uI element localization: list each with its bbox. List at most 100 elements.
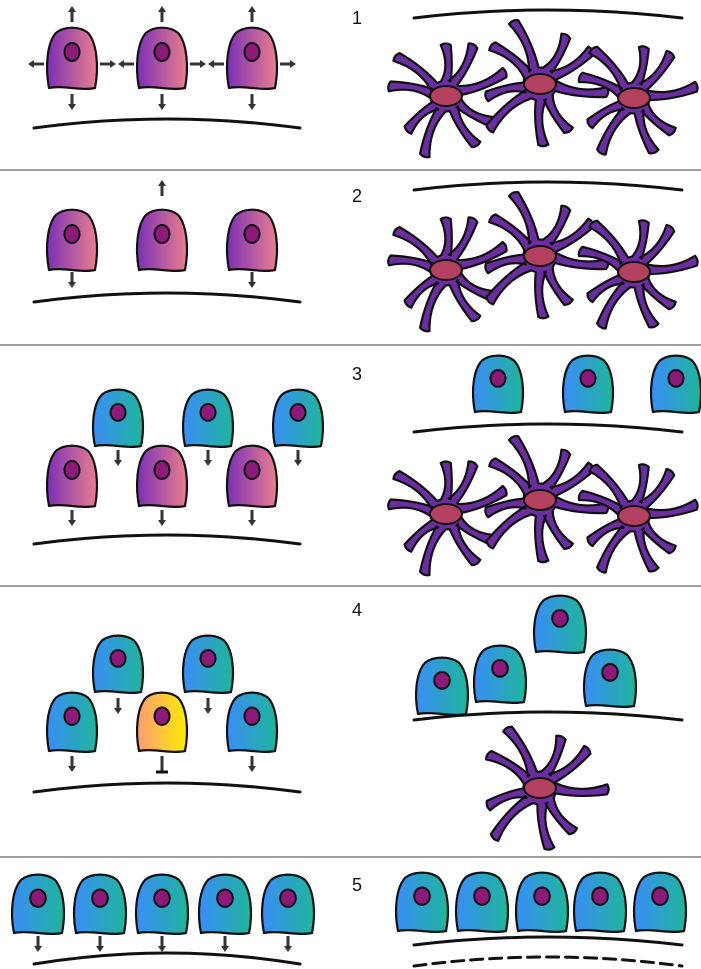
star-cell-nucleus [430,260,462,280]
cell-nucleus [669,370,684,387]
purple-cell [227,28,277,89]
cell-nucleus [245,43,260,61]
star-cells [388,20,697,850]
arrow [100,60,116,68]
arrow [248,510,256,526]
cell-nucleus [201,404,216,421]
cell-nucleus [291,404,306,421]
cell-nucleus [581,370,596,387]
basement-membrane [34,293,300,302]
purple-cell [227,446,277,507]
cell-nucleus [245,461,260,479]
cell-nucleus [602,664,618,681]
cell-nucleus [245,225,260,243]
star-cell [579,464,698,572]
purple-cell [47,210,97,271]
cell-nucleus [534,888,550,905]
arrow [280,60,296,68]
cell-nucleus [201,650,216,667]
blue-cell [416,658,468,715]
star-cell-nucleus [618,88,650,108]
basement-membranes [34,10,682,966]
purple-cell [47,446,97,507]
cell-nucleus [592,888,608,905]
blue-cell [634,873,686,932]
cell-nucleus [65,225,80,243]
star-cell-nucleus [430,504,462,524]
arrow [68,94,76,110]
cell-nucleus [474,888,490,905]
star-cell-nucleus [524,74,556,94]
star-cell-nucleus [618,262,650,282]
arrow [294,450,302,466]
cell-nucleus [65,461,80,479]
purple-cell [137,446,187,507]
arrow [248,756,256,772]
arrow [190,60,206,68]
cell-nucleus [65,43,80,61]
star-cell-nucleus [430,86,462,106]
panel-number-5: 5 [352,875,362,895]
blue-cell [12,875,64,934]
cell-nucleus [652,888,668,905]
cell-nucleus [552,610,568,627]
arrow [68,6,76,22]
blue-cell [473,356,523,413]
arrow [158,6,166,22]
cell-nucleus [155,43,170,61]
blue-cell [574,873,626,932]
basement-membrane [414,182,682,190]
arrow [204,450,212,466]
star-cell-nucleus [618,506,650,526]
blue-cell [93,636,143,693]
arrow [158,510,166,526]
cell-nucleus [111,404,126,421]
cell-nucleus [492,660,508,677]
star-cell-nucleus [524,778,556,798]
arrow [68,272,76,288]
panel-number-3: 3 [352,364,362,384]
blue-cell [47,693,97,752]
cell-nucleus [491,370,506,387]
cell-nucleus [280,890,296,907]
blue-cell [456,873,508,932]
basement-membrane [34,119,300,128]
purple-cell [47,28,97,89]
panel-number-1: 1 [352,8,362,28]
purple-cell [227,210,277,271]
arrow [208,60,224,68]
blue-cell [396,873,448,932]
basement-membrane [414,937,682,945]
blue-cell [183,390,233,447]
purple-cell [137,28,187,89]
dome-cells [12,28,701,934]
star-cell [486,727,609,850]
dashed-membrane [414,957,682,966]
blue-cell [183,636,233,693]
basement-membrane [34,535,300,544]
arrow [114,698,122,714]
cell-nucleus [155,461,170,479]
blue-cell [651,356,701,413]
cell-nucleus [245,708,260,725]
blue-cell [93,390,143,447]
blue-cell [199,875,251,934]
basement-membrane [34,783,300,792]
basement-membrane [34,953,300,964]
arrow [221,936,229,952]
panel-number-4: 4 [352,600,362,620]
purple-cell [137,210,187,271]
cell-nucleus [111,650,126,667]
blue-cell [262,875,314,934]
cell-nucleus [155,225,170,243]
star-cell [579,46,698,154]
arrow [284,936,292,952]
blue-cell [474,646,526,703]
arrow [34,936,42,952]
star-cell [388,461,506,575]
arrow [248,94,256,110]
arrow [68,756,76,772]
arrow [68,510,76,526]
arrow [158,180,166,196]
